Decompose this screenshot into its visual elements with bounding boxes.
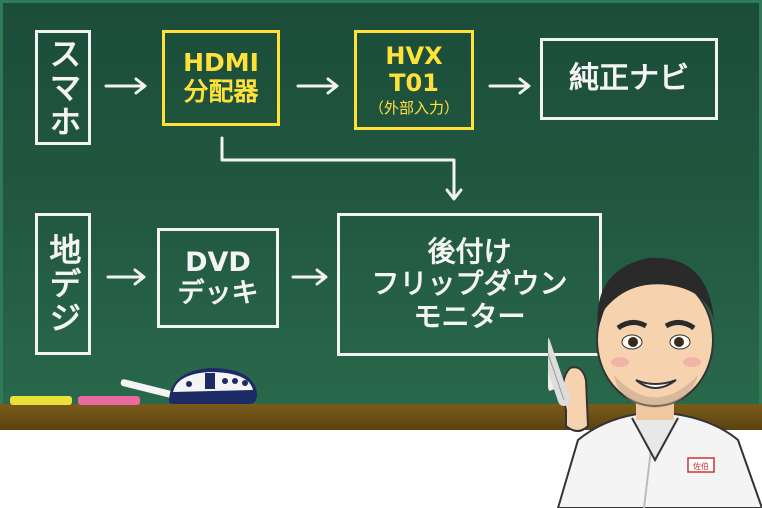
arrow-hvx-to-navi [490,79,529,93]
arrow-smartphone-to-hdmi [106,79,145,93]
pink-chalk [78,396,140,405]
arrow-dvd-to-monitor [293,270,326,284]
arrow-tv-to-dvd [108,270,144,284]
presenter-avatar: 佐伯 [548,230,762,508]
arrow-hdmi-to-hvx [298,79,337,93]
arrow-hdmi-to-monitor [222,138,461,199]
yellow-chalk [10,396,72,405]
name-tag-text: 佐伯 [693,461,709,471]
eraser-icon [165,364,261,408]
